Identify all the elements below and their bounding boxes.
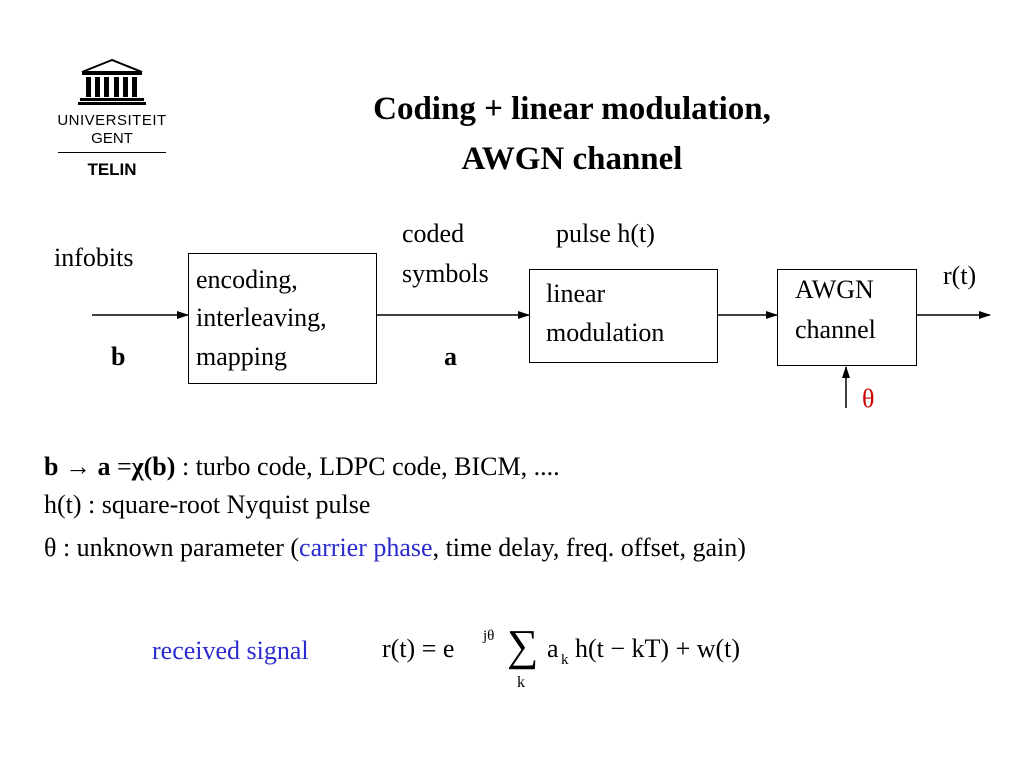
- symbols-label: symbols: [402, 259, 489, 288]
- formula-a-subscript: k: [561, 652, 569, 668]
- formula-exponent: jθ: [483, 628, 495, 644]
- formula-a: a: [547, 634, 559, 663]
- formula-rest: h(t − kT) + w(t): [575, 634, 741, 663]
- channel-line-1: AWGN: [795, 275, 874, 304]
- modulator-block: linear modulation: [529, 269, 718, 363]
- note-theta-rest: , time delay, freq. offset, gain): [432, 533, 746, 562]
- note-arrow: →: [64, 452, 91, 481]
- modulator-line-2: modulation: [546, 318, 665, 347]
- encoder-line-2: interleaving,: [196, 303, 327, 332]
- channel-line-2: channel: [795, 315, 876, 344]
- formula-sum: ∑: [507, 621, 539, 670]
- note-line-3: θ : unknown parameter (carrier phase, ti…: [44, 533, 746, 563]
- received-signal-formula: r(t) = e jθ ∑ k a k h(t − kT) + w(t): [382, 621, 822, 702]
- logo-telin-text: TELIN: [87, 160, 137, 179]
- awgn-channel-block: AWGN channel: [777, 269, 917, 366]
- pulse-label: pulse h(t): [556, 219, 655, 248]
- encoder-line-1: encoding,: [196, 265, 298, 294]
- logo-gent-text: GENT: [91, 130, 133, 147]
- university-logo: UNIVERSITEIT GENT TELIN: [56, 58, 168, 188]
- formula-sum-index: k: [517, 674, 525, 691]
- coded-label: coded: [402, 219, 465, 248]
- output-label: r(t): [943, 261, 977, 290]
- note-theta-intro: θ : unknown parameter (: [44, 533, 300, 562]
- logo-university-text: UNIVERSITEIT: [57, 112, 167, 129]
- slide-title-line2: AWGN channel: [461, 141, 683, 177]
- note-codes: : turbo code, LDPC code, BICM, ....: [175, 452, 560, 481]
- received-signal-label: received signal: [152, 636, 309, 665]
- note-equals: =: [116, 452, 132, 481]
- note-b: b: [44, 452, 59, 481]
- university-building-icon: [78, 58, 146, 105]
- note-a: a: [97, 452, 111, 481]
- theta-symbol: θ: [862, 384, 875, 413]
- infobits-label: infobits: [54, 243, 134, 272]
- encoder-line-3: mapping: [196, 342, 287, 371]
- note-line-1: b → a =χ(b) : turbo code, LDPC code, BIC…: [44, 452, 560, 482]
- modulator-line-1: linear: [546, 279, 606, 308]
- logo-divider: [58, 152, 166, 153]
- note-carrier-phase: carrier phase: [299, 533, 433, 562]
- slide-title-line1: Coding + linear modulation,: [373, 91, 771, 127]
- note-chi: χ(b): [131, 452, 176, 481]
- input-symbol-b: b: [111, 342, 126, 371]
- coded-symbol-a: a: [444, 342, 457, 371]
- note-line-2: h(t) : square-root Nyquist pulse: [44, 490, 371, 519]
- formula-lhs: r(t) = e: [382, 634, 455, 663]
- encoder-block: encoding, interleaving, mapping: [188, 253, 377, 384]
